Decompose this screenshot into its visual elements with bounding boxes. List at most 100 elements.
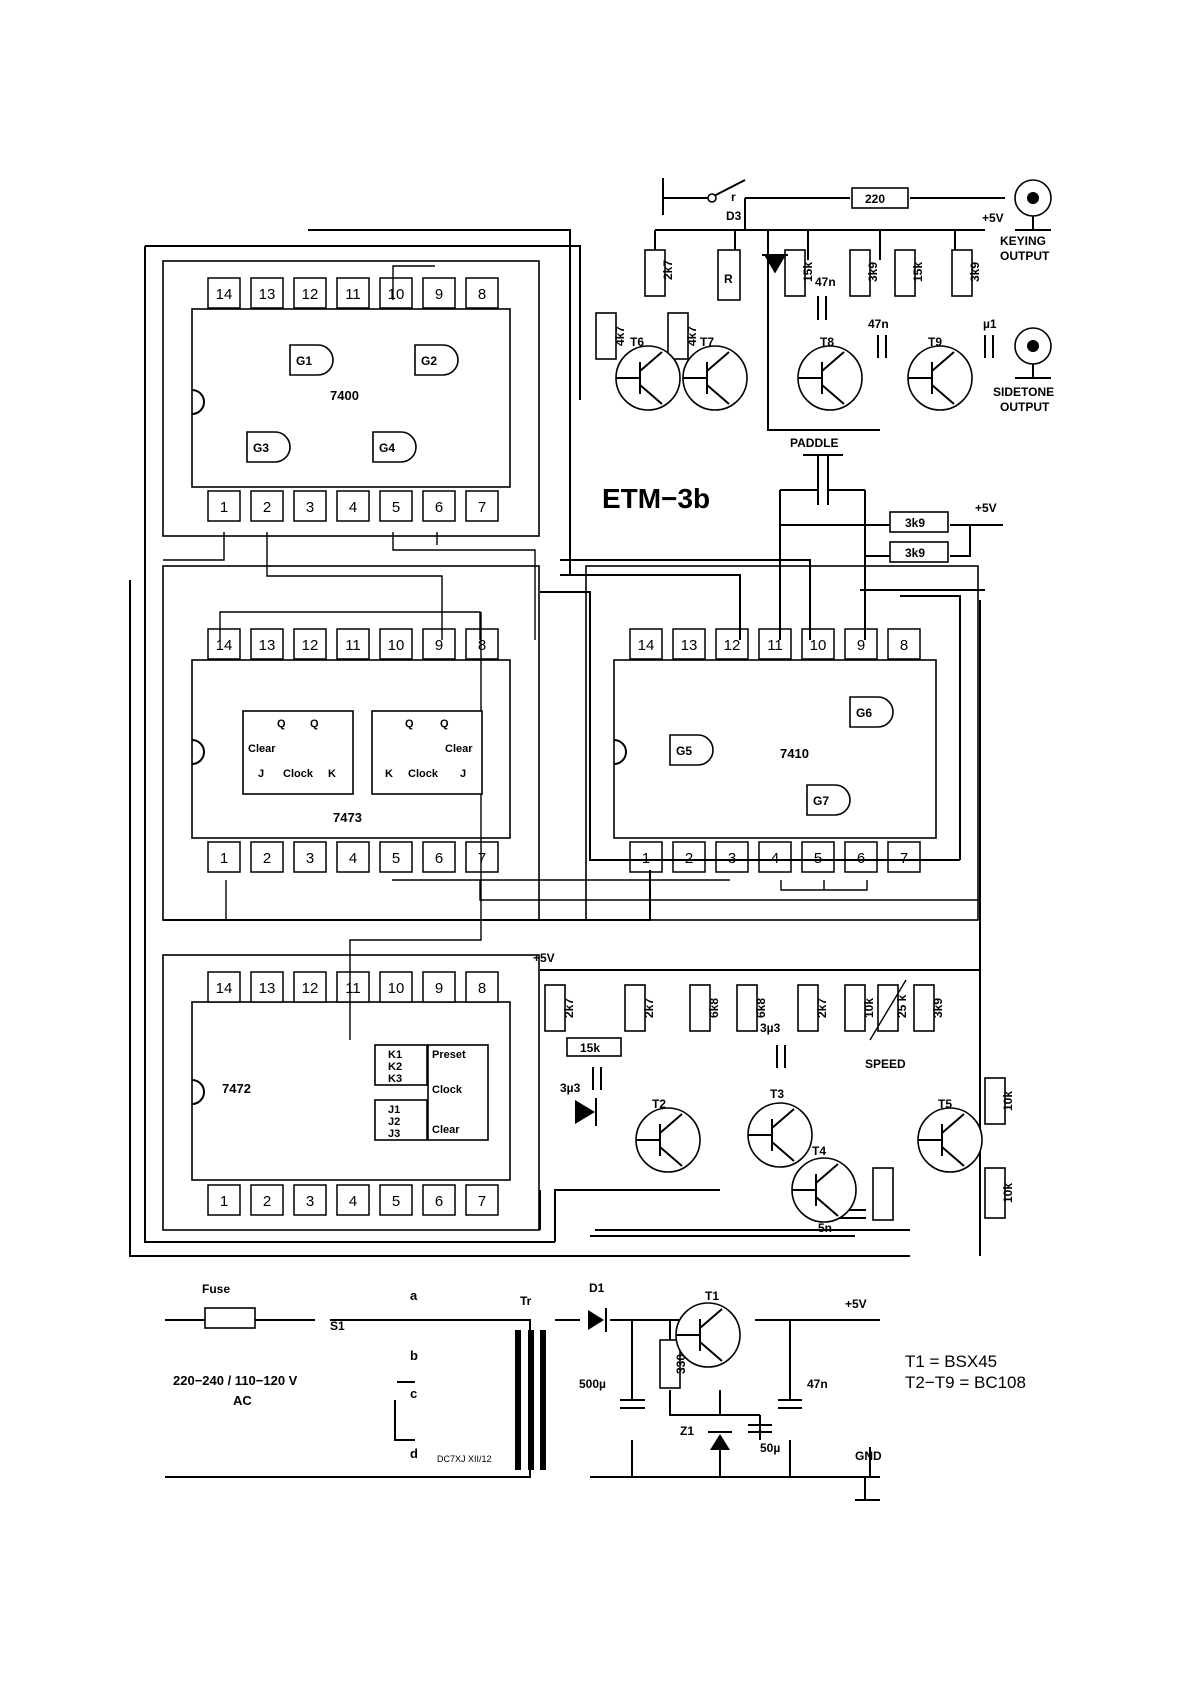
ic-pin-box	[887, 628, 921, 660]
resistor-10k-b: 10k	[1001, 1091, 1015, 1111]
ic-pin-box	[250, 490, 284, 522]
ic-pin-box	[379, 971, 413, 1003]
flipflop-pin-label: J1	[388, 1104, 400, 1116]
supply-label-paddle: +5V	[975, 501, 997, 515]
ic-pin-number: 13	[681, 637, 698, 654]
flipflop-pin-label: Q	[310, 718, 319, 730]
ic-pin-box	[629, 841, 663, 873]
ic-pin-number: 1	[642, 850, 650, 867]
transistor-leads	[676, 1308, 723, 1362]
ic-pin-box	[465, 841, 499, 873]
transformer-label: Tr	[520, 1294, 532, 1308]
resistor-3k9-b: 3k9	[968, 262, 982, 282]
ic-pin-box	[465, 971, 499, 1003]
transformer: Tr	[515, 1294, 546, 1470]
ic-7410-label: 7410	[780, 746, 809, 761]
ic-pin-number: 11	[345, 980, 361, 997]
transistor-leads	[918, 1113, 965, 1167]
ic-pin-number: 12	[724, 637, 741, 654]
ic-pin-number: 9	[435, 286, 443, 303]
mains-label-2: AC	[233, 1393, 252, 1408]
ic-pin-box	[465, 490, 499, 522]
ic-pin-box	[250, 841, 284, 873]
ic-pin-box	[379, 1184, 413, 1216]
ic-pin-box	[465, 1184, 499, 1216]
ic-pin-number: 10	[388, 637, 405, 654]
terminal-c: c	[410, 1386, 417, 1401]
flipflop-box	[427, 1044, 489, 1141]
ic-pin-box	[207, 490, 241, 522]
ic-pin-box	[207, 628, 241, 660]
resistor-15k-a: 15k	[801, 262, 815, 282]
relay-switch-label: r	[731, 190, 736, 204]
transistor-label: T5	[938, 1097, 952, 1111]
resistor-15k-c: 15k	[580, 1041, 600, 1055]
ic-pin-box	[336, 277, 370, 309]
ic-pin-box	[465, 628, 499, 660]
ic-pin-box	[379, 841, 413, 873]
ic-pin-number: 12	[302, 980, 319, 997]
transistor-leads	[636, 1113, 683, 1167]
cap-47n-b: 47n	[868, 317, 889, 331]
ic-pin-number: 14	[216, 980, 233, 997]
ic-pin-number: 14	[216, 637, 233, 654]
ic-pin-box	[336, 971, 370, 1003]
transistor-leads	[798, 351, 845, 405]
transistor-leads	[748, 1108, 795, 1162]
ic-pin-box	[336, 1184, 370, 1216]
ic-pin-box	[293, 277, 327, 309]
ic-pin-number: 6	[435, 850, 443, 867]
transistor-label: T3	[770, 1087, 784, 1101]
ic-pin-number: 2	[263, 1193, 271, 1210]
flipflop-box	[371, 710, 483, 795]
flipflop-pin-label: K1	[388, 1049, 402, 1061]
ic-7400-label: 7400	[330, 388, 359, 403]
nand-gate-shape	[372, 431, 417, 463]
ic-7472-label: 7472	[222, 1081, 251, 1096]
transistor-label: T7	[700, 335, 714, 349]
s1-label: S1	[330, 1319, 345, 1333]
flipflop-pin-label: Q	[440, 718, 449, 730]
ic-pin-box	[293, 490, 327, 522]
ic-pin-number: 12	[302, 637, 319, 654]
transistor-label: T2	[652, 1097, 666, 1111]
ic-pin-box	[629, 628, 663, 660]
ic-pin-number: 9	[435, 980, 443, 997]
ic-pin-number: 5	[814, 850, 822, 867]
resistor-220: 220	[865, 192, 885, 206]
ic-pin-number: 8	[478, 980, 486, 997]
nand-gate-shape	[849, 696, 894, 728]
supply-label-psu: +5V	[845, 1297, 867, 1311]
terminal-b: b	[410, 1348, 418, 1363]
ic-pin-number: 5	[392, 499, 400, 516]
cap-3u3-b: 3µ3	[560, 1081, 581, 1095]
flipflop-pin-label: J	[460, 768, 466, 780]
flipflop-pin-label: Clock	[408, 768, 439, 780]
ic-pin-number: 14	[638, 637, 655, 654]
ic-pin-box	[672, 628, 706, 660]
ic-pin-number: 3	[728, 850, 736, 867]
ic-pin-number: 2	[685, 850, 693, 867]
flipflop-pin-label: J	[258, 768, 264, 780]
ic-pin-box	[422, 277, 456, 309]
ic-pin-box	[207, 971, 241, 1003]
resistor-3k9-p1: 3k9	[905, 516, 925, 530]
ic-pin-number: 3	[306, 499, 314, 516]
gate-label: G7	[813, 794, 829, 808]
ic-pin-box	[715, 628, 749, 660]
flipflop-pin-label: Q	[405, 718, 414, 730]
gate-label: G6	[856, 706, 872, 720]
capacitors: 47n 47n µ1 3µ3 3µ3 5n 500µ 47n 50µ	[560, 275, 997, 1455]
resistors: 220 2k7 R 15k 3k9 15k 3k9 4k7 4k7 3k9 3k…	[204, 187, 1015, 1389]
nand-gate-shape	[414, 344, 459, 376]
ic-pin-number: 13	[259, 286, 276, 303]
flipflop-pin-label: K	[328, 768, 336, 780]
resistor-3k9-a: 3k9	[866, 262, 880, 282]
flipflop-pin-label: Preset	[432, 1049, 466, 1061]
note-t1: T1 = BSX45	[905, 1352, 997, 1371]
flipflop-pin-label: Clear	[248, 743, 276, 755]
diagram-title: ETM−3b	[602, 483, 710, 514]
resistor-2k7-b: 2k7	[562, 998, 576, 1018]
